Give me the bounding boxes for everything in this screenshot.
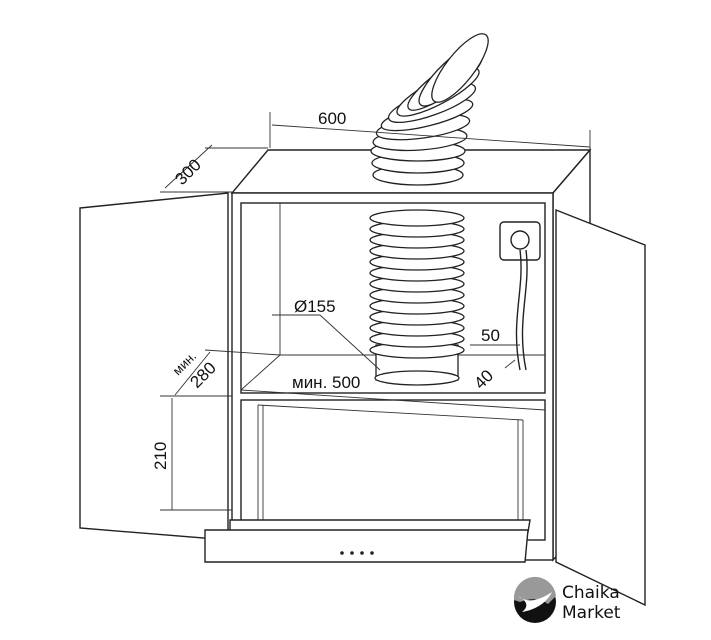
power-cable xyxy=(515,249,522,371)
hood-front-panel xyxy=(204,529,529,563)
socket-offset-label: 50 xyxy=(481,326,500,345)
right-door xyxy=(555,208,646,607)
depth-label: 300 xyxy=(171,155,204,188)
min-width-label: мин. 500 xyxy=(292,373,360,392)
socket-icon xyxy=(499,221,541,261)
floor-edge xyxy=(240,354,281,391)
duct-vertical xyxy=(369,209,465,386)
power-cable-2 xyxy=(521,249,528,371)
duct-flexible-upper xyxy=(370,33,489,186)
duct-diameter-label: Ø155 xyxy=(294,297,336,316)
logo-text: Chaika Market xyxy=(562,583,620,623)
control-buttons xyxy=(340,551,374,555)
logo-line2: Market xyxy=(562,603,621,623)
socket-face xyxy=(510,230,530,250)
rail-top xyxy=(257,404,524,421)
width-label: 600 xyxy=(318,109,346,128)
chaika-logo-icon xyxy=(513,576,556,623)
lower-compartment xyxy=(240,399,546,541)
height-label: 210 xyxy=(151,442,170,470)
dimension-lines xyxy=(160,112,591,511)
logo-line1: Chaika xyxy=(562,583,620,603)
